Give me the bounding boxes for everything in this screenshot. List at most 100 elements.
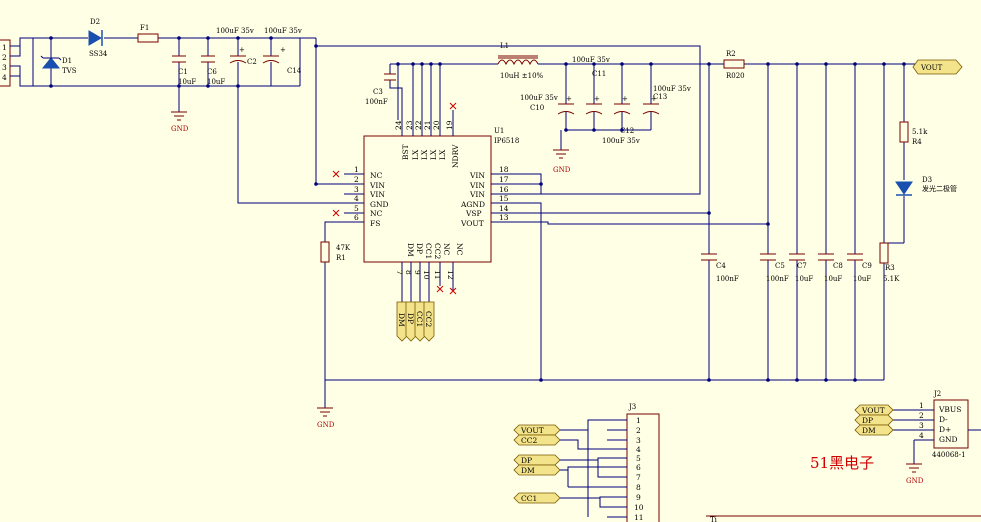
u1-pin-13-name: VOUT — [460, 219, 484, 228]
input-connector: 1 2 3 4 — [0, 37, 33, 87]
d2-part: SS34 — [89, 50, 108, 58]
c12-value: 100uF 35v — [602, 137, 640, 145]
j2-pin-2-num: 2 — [919, 411, 924, 420]
u1-pin-10-name: CC2 — [433, 243, 442, 259]
c4-ref: C4 — [716, 262, 726, 270]
u1-pin-12-num: 12 — [446, 270, 455, 280]
u1-bottom-net-labels: DM DP CC1 CC2 — [396, 301, 435, 342]
title-block-corner: Ti — [706, 515, 981, 522]
l1-value: 10uH ±10% — [500, 72, 544, 80]
j3-pin-11: 11 — [634, 513, 644, 522]
u1-pin-18-name: VIN — [469, 171, 485, 180]
c11-value: 100uF 35v — [572, 56, 610, 64]
f1-ref: F1 — [140, 24, 149, 32]
c1-ref: C1 — [178, 68, 188, 76]
u1-pin-24-name: BST — [401, 144, 410, 160]
d2-schottky-diode: D2 SS34 — [88, 18, 108, 58]
c1-capacitor: C1 10uF — [172, 38, 196, 86]
u1-pin-24-num: 24 — [394, 120, 403, 130]
j2-pin-4-name: GND — [939, 435, 958, 444]
j3-pin-5: 5 — [636, 454, 641, 463]
c11-plus: + — [594, 95, 600, 103]
j2-pin-1-num: 1 — [919, 401, 924, 410]
j2-net-dp: DP — [862, 416, 873, 425]
j3-net-labels: VOUT CC2 DP DM CC1 — [513, 419, 607, 517]
j3-net-cc2: CC2 — [521, 436, 537, 445]
c2-value: 100uF 35v — [216, 27, 254, 35]
u1-pin-6-name: FS — [370, 219, 380, 228]
vout-net-label: VOUT — [912, 59, 963, 75]
gnd-label-main: GND — [317, 421, 335, 429]
j3-pin-6: 6 — [636, 463, 641, 472]
r4-value: 5.1k — [912, 128, 928, 136]
u1-pin-9-name: CC1 — [424, 243, 433, 259]
c7-value: 10uF — [795, 275, 813, 283]
c5-ref: C5 — [775, 262, 785, 270]
gnd-symbol-input: GND — [171, 86, 189, 133]
c13-value: 100uF 35v — [653, 85, 691, 93]
u1-pin-7-num: 7 — [395, 270, 404, 275]
u1-pin-9-num: 9 — [413, 270, 422, 275]
u1-pin-3-num: 3 — [354, 185, 359, 194]
u1-pin-23-name: LX — [411, 149, 420, 160]
u1-pin-12-name: NC — [455, 243, 464, 256]
j3-pin-2: 2 — [636, 426, 641, 435]
c3-value: 100nF — [365, 98, 388, 106]
vout-label-text: VOUT — [920, 64, 943, 72]
c12-plus: + — [622, 95, 628, 103]
c8-ref: C8 — [833, 262, 843, 270]
junctions-input — [49, 36, 318, 88]
c10-plus: + — [566, 95, 572, 103]
u1-pin-14-name: VSP — [465, 209, 482, 218]
ndrv-no-connect — [449, 102, 457, 110]
j2-net-dm: DM — [862, 426, 876, 435]
c9-ref: C9 — [862, 262, 872, 270]
c11-ref: C11 — [592, 70, 606, 78]
gnd-label-j2: GND — [906, 477, 924, 485]
vin-wires — [237, 38, 498, 204]
j3-pin-7: 7 — [636, 473, 641, 482]
u1-pin-4-name: GND — [370, 200, 389, 209]
net-cc1-vertical: CC1 — [415, 311, 424, 327]
c6-ref: C6 — [207, 68, 217, 76]
c10-value: 100uF 35v — [520, 94, 558, 102]
u1-pin-6-num: 6 — [354, 213, 359, 222]
junctions-output — [314, 62, 906, 382]
r1-ref: R1 — [336, 254, 346, 262]
gnd-label-outcaps: GND — [553, 166, 571, 174]
j2-pin-1-name: VBUS — [938, 405, 961, 414]
c3-ref: C3 — [373, 88, 383, 96]
d2-ref: D2 — [90, 18, 100, 26]
j3-ref: J3 — [628, 403, 636, 411]
u1-pin-2-num: 2 — [354, 175, 359, 184]
u1-pin-22-name: LX — [420, 149, 429, 160]
j3-pin-3: 3 — [636, 436, 641, 445]
f1-fuse: F1 — [137, 24, 159, 43]
c10-ref: C10 — [530, 104, 544, 112]
j2-usb-connector: J2 440068-1 VBUS D- D+ GND 1 2 3 4 VOUT … — [854, 390, 981, 485]
u1-pin-19-num: 19 — [445, 120, 454, 130]
u1-pin-18-num: 18 — [499, 165, 509, 174]
u1-pin-11-num: 11 — [433, 270, 442, 280]
u1-pin-16-num: 16 — [499, 185, 509, 194]
j3-pin-9: 9 — [636, 493, 641, 502]
c7-ref: C7 — [797, 262, 807, 270]
j2-ref: J2 — [933, 390, 941, 398]
u1-right-pins: 18 17 16 15 14 13 VIN VIN VIN AGND VSP V… — [460, 165, 511, 228]
c4-value: 100nF — [716, 275, 739, 283]
j3-net-vout: VOUT — [520, 426, 544, 435]
r1-value: 47K — [336, 244, 351, 252]
j2-pin-4-num: 4 — [919, 431, 924, 440]
u1-pin-1-num: 1 — [354, 165, 359, 174]
gnd-symbol-main: GND — [317, 380, 335, 429]
conn-pin-2: 2 — [2, 53, 7, 62]
j3-pin-8: 8 — [636, 483, 641, 492]
u1-top-pins: 24 23 22 21 20 19 BST LX LX LX LX NDRV — [394, 110, 460, 168]
d3-ref: D3 — [922, 176, 932, 184]
c14-ref: C14 — [287, 67, 302, 75]
c2-plus: + — [239, 46, 245, 54]
c6-capacitor: C6 10uF — [201, 38, 225, 86]
c14-plus: + — [280, 46, 286, 54]
u1-pin-21-name: LX — [429, 149, 438, 160]
